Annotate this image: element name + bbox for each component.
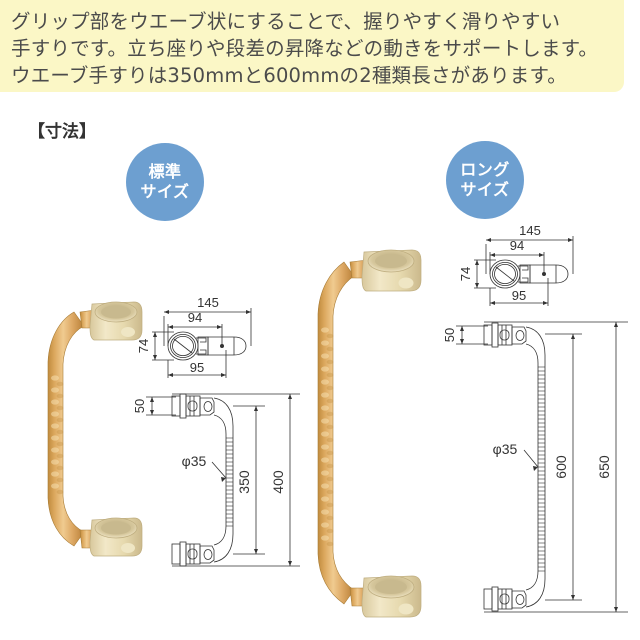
label-long-width-94: 94 <box>510 238 524 253</box>
product-photo-standard <box>22 282 162 587</box>
dimensions-heading: 【寸法】 <box>28 122 96 142</box>
drawing-long-top-view: 145 94 95 74 <box>460 216 590 314</box>
bracket-bottom-long <box>361 575 422 618</box>
drawing-long-side-view: 50 φ35 600 650 <box>442 312 640 622</box>
label-long-width-145: 145 <box>519 223 541 238</box>
drawing-standard-top-view: 145 94 95 74 <box>138 288 268 386</box>
bracket-top-standard <box>89 301 143 341</box>
badge-long-size: ロング サイズ <box>446 141 524 219</box>
badge-long-line1: ロング <box>460 160 510 179</box>
label-std-offset-50: 50 <box>132 399 147 413</box>
label-std-offset-95: 95 <box>190 360 204 375</box>
label-std-overall-400: 400 <box>270 470 286 494</box>
banner-line-3: ウエーブ手すりは350mmと600mmの2種類長さがあります。 <box>11 64 567 87</box>
label-long-offset-95: 95 <box>512 288 526 303</box>
label-long-grip-600: 600 <box>553 455 569 479</box>
bracket-bottom-standard <box>89 517 143 557</box>
badge-standard-line2: サイズ <box>140 182 190 201</box>
drawing-standard-side-view: 50 φ35 350 400 <box>132 382 312 574</box>
label-std-diameter: φ35 <box>182 453 207 469</box>
label-long-height-74: 74 <box>460 267 473 281</box>
label-long-overall-650: 650 <box>596 455 612 479</box>
banner-line-1: グリップ部をウエーブ状にすることで、握りやすく滑りやすい <box>11 10 561 33</box>
bracket-top-long <box>361 249 422 292</box>
label-std-width-94: 94 <box>188 310 202 325</box>
badge-long-line2: サイズ <box>460 180 510 199</box>
label-std-grip-350: 350 <box>236 470 252 494</box>
badge-standard-size: 標準 サイズ <box>126 143 204 221</box>
banner-line-2: 手すりです。立ち座りや段差の昇降などの動きをサポートします。 <box>11 37 599 60</box>
label-long-offset-50: 50 <box>442 328 457 342</box>
label-long-diameter: φ35 <box>493 441 518 457</box>
label-std-height-74: 74 <box>138 339 151 353</box>
product-photo-long <box>296 222 446 639</box>
label-std-width-145: 145 <box>197 295 219 310</box>
badge-standard-line1: 標準 <box>148 162 182 181</box>
description-banner: グリップ部をウエーブ状にすることで、握りやすく滑りやすい 手すりです。立ち座りや… <box>0 0 624 92</box>
